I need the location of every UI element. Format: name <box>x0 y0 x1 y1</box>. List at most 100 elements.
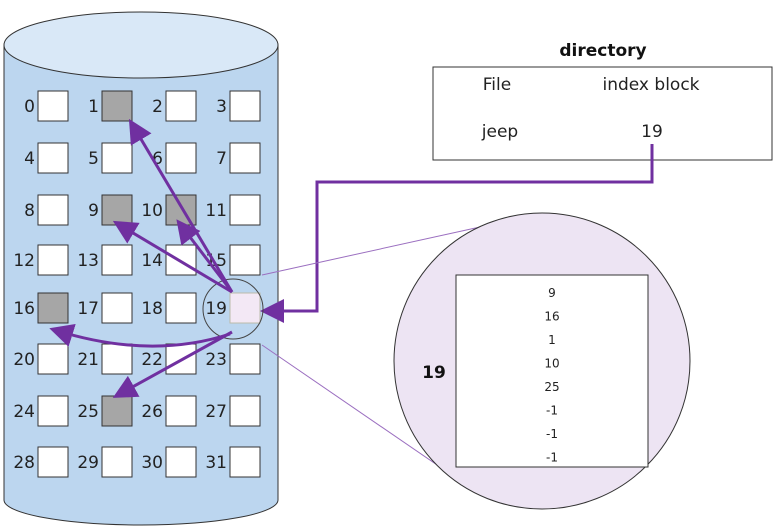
directory-title: directory <box>559 41 646 61</box>
disk-block-number: 30 <box>141 453 163 473</box>
directory-table <box>432 66 773 161</box>
used-block-square <box>101 90 133 122</box>
index-entry-2: 1 <box>548 333 556 347</box>
disk-block-number: 7 <box>216 149 227 169</box>
disk-block-number: 20 <box>13 350 35 370</box>
directory-entry-index-block: 19 <box>641 122 663 142</box>
disk-block-number: 4 <box>24 149 35 169</box>
index-block-square <box>229 292 261 324</box>
disk-block-number: 23 <box>205 350 227 370</box>
disk-block-number: 9 <box>88 201 99 221</box>
used-block-square <box>101 395 133 427</box>
zoom-line-upper <box>261 226 481 276</box>
disk-block-number: 14 <box>141 251 163 271</box>
disk-block-21: 21 <box>77 343 133 375</box>
disk-block-number: 5 <box>88 149 99 169</box>
free-block-square <box>37 194 69 226</box>
disk-block-number: 16 <box>13 299 35 319</box>
disk-block-number: 10 <box>141 201 163 221</box>
index-entry-5: -1 <box>546 404 558 418</box>
disk-block-number: 27 <box>205 402 227 422</box>
free-block-square <box>101 292 133 324</box>
disk-block-23: 23 <box>205 343 261 375</box>
used-block-square <box>37 292 69 324</box>
free-block-square <box>101 244 133 276</box>
disk-block-31: 31 <box>205 446 261 478</box>
free-block-square <box>37 244 69 276</box>
directory: directory File index block jeep 19 <box>432 41 773 161</box>
disk-block-number: 22 <box>141 350 163 370</box>
index-block-contents <box>455 274 649 468</box>
disk-block-18: 18 <box>141 292 197 324</box>
disk-block-5: 5 <box>88 142 133 174</box>
disk-block-8: 8 <box>24 194 69 226</box>
disk-block-number: 17 <box>77 299 99 319</box>
disk-block-11: 11 <box>205 194 261 226</box>
disk-block-number: 12 <box>13 251 35 271</box>
index-pointers <box>49 118 234 398</box>
disk-block-0: 0 <box>24 90 69 122</box>
disk-block-28: 28 <box>13 446 69 478</box>
free-block-square <box>229 90 261 122</box>
disk-block-7: 7 <box>216 142 261 174</box>
pointer-arrow-to-9 <box>112 220 233 294</box>
free-block-square <box>101 142 133 174</box>
directory-header-index-block: index block <box>602 75 699 95</box>
free-block-square <box>37 343 69 375</box>
index-entry-7: -1 <box>546 451 558 465</box>
disk-block-number: 31 <box>205 453 227 473</box>
disk-block-6: 6 <box>152 142 197 174</box>
zoom-label: 19 <box>422 363 446 383</box>
index-entry-6: -1 <box>546 427 558 441</box>
free-block-square <box>165 142 197 174</box>
directory-entry-file: jeep <box>481 122 518 142</box>
free-block-square <box>37 446 69 478</box>
free-block-square <box>229 446 261 478</box>
free-block-square <box>165 395 197 427</box>
cylinder-top <box>3 11 279 79</box>
pointer-arrow-to-25 <box>112 330 233 398</box>
cylinder-body <box>3 44 279 526</box>
free-block-square <box>37 395 69 427</box>
disk-block-number: 18 <box>141 299 163 319</box>
disk-block-number: 1 <box>88 97 99 117</box>
disk-block-number: 6 <box>152 149 163 169</box>
disk-block-30: 30 <box>141 446 197 478</box>
disk-block-4: 4 <box>24 142 69 174</box>
index-block-highlight <box>202 278 264 340</box>
pointer-arrow-to-16 <box>49 323 231 348</box>
free-block-square <box>101 446 133 478</box>
free-block-square <box>229 142 261 174</box>
used-block-square <box>165 194 197 226</box>
disk-block-number: 8 <box>24 201 35 221</box>
directory-header-file: File <box>483 75 511 95</box>
disk-block-number: 29 <box>77 453 99 473</box>
disk-block-17: 17 <box>77 292 133 324</box>
disk-block-27: 27 <box>205 395 261 427</box>
disk-block-1: 1 <box>88 90 133 122</box>
disk-block-29: 29 <box>77 446 133 478</box>
free-block-square <box>229 194 261 226</box>
disk-block-number: 3 <box>216 97 227 117</box>
directory-to-index-arrow <box>260 144 654 323</box>
disk-block-3: 3 <box>216 90 261 122</box>
disk-block-16: 16 <box>13 292 69 324</box>
disk-block-13: 13 <box>77 244 133 276</box>
disk-block-number: 0 <box>24 97 35 117</box>
disk-block-26: 26 <box>141 395 197 427</box>
free-block-square <box>101 343 133 375</box>
free-block-square <box>37 142 69 174</box>
disk-block-number: 28 <box>13 453 35 473</box>
disk-cylinder <box>3 11 279 526</box>
free-block-square <box>229 343 261 375</box>
disk-block-number: 19 <box>205 299 227 319</box>
disk-block-20: 20 <box>13 343 69 375</box>
index-entry-3: 10 <box>544 357 559 371</box>
free-block-square <box>165 292 197 324</box>
pointer-arrow-to-1 <box>128 118 234 293</box>
free-block-square <box>229 395 261 427</box>
disk-block-number: 24 <box>13 402 35 422</box>
